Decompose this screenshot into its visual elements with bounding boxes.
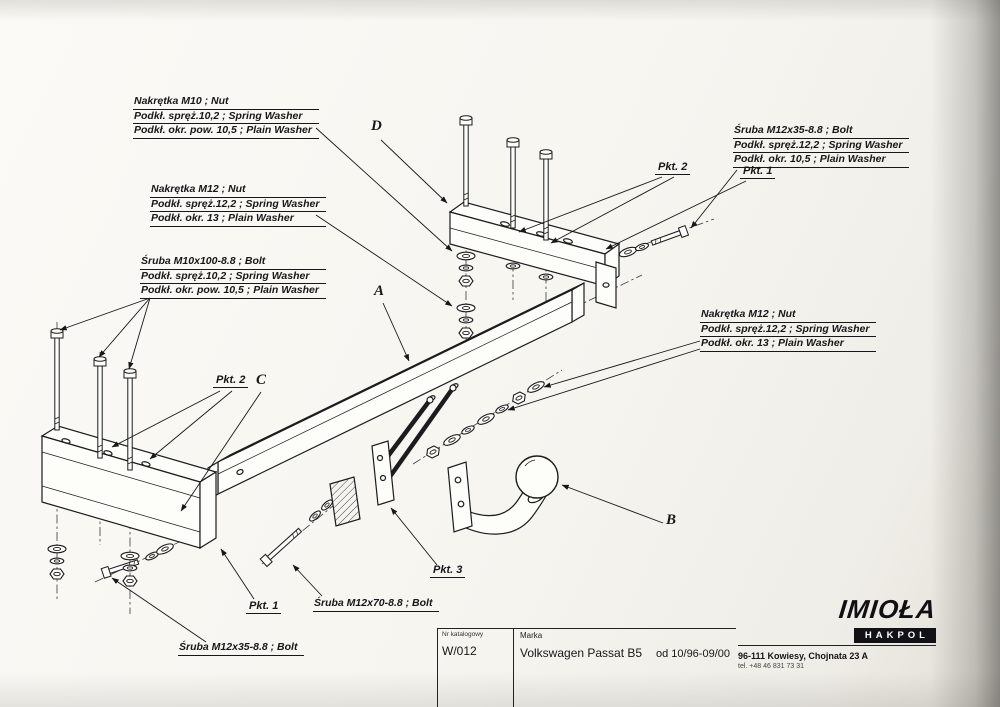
point-label-pkt2-left: Pkt. 2: [213, 374, 249, 388]
callout-bolt-m12x70: Śruba M12x70-8.8 ; Bolt: [313, 597, 440, 612]
towball-assembly: [329, 384, 559, 535]
brand-column: Marka Volkswagen Passat B5 od 10/96-09/0…: [514, 629, 736, 707]
company-block: IMIOŁA HAKPOL 96-111 Kowiesy, Chojnata 2…: [738, 594, 938, 670]
callout-line: Nakrętka M10 ; Nut: [133, 95, 319, 110]
callout-line: Podkł. spręż.10,2 ; Spring Washer: [140, 270, 326, 284]
callout-line: Śruba M12x70-8.8 ; Bolt: [313, 597, 440, 612]
point-label-pkt3: Pkt. 3: [430, 564, 466, 578]
callout-nut-m12-left: Nakrętka M12 ; Nut Podkł. spręż.12,2 ; S…: [150, 183, 327, 227]
title-block: Nr katalogowy W/012 Marka Volkswagen Pas…: [437, 628, 736, 707]
callout-line: Podkł. okr. pow. 10,5 ; Plain Washer: [133, 124, 319, 139]
callout-line: Podkł. spręż.12,2 ; Spring Washer: [150, 198, 327, 212]
callout-line: Śruba M10x100-8.8 ; Bolt: [140, 255, 326, 270]
part-letter-b: B: [666, 512, 677, 528]
vehicle-date-range: od 10/96-09/00: [655, 648, 730, 660]
callout-line: Podkł. spręż.12,2 ; Spring Washer: [700, 323, 877, 337]
callout-bolt-m12x35-bottom: Śruba M12x35-8.8 ; Bolt: [178, 641, 305, 656]
part-letter-d: D: [371, 118, 382, 134]
company-address: 96-111 Kowiesy, Chojnata 23 A: [738, 651, 869, 661]
crossmember: [448, 201, 621, 309]
callout-line: Podkł. okr. pow. 10,5 ; Plain Washer: [140, 284, 326, 299]
catalog-label: Nr katalogowy: [442, 631, 484, 638]
logo-wordmark: IMIOŁA: [837, 594, 938, 624]
point-label-pkt1-top: Pkt. 1: [740, 165, 776, 179]
callout-bolt-m12x35-top: Śruba M12x35-8.8 ; Bolt Podkł. spręż.12,…: [733, 124, 910, 168]
company-logo: IMIOŁA HAKPOL: [738, 594, 938, 646]
catalog-number: W/012: [442, 644, 477, 658]
callout-line: Podkł. okr. 13 ; Plain Washer: [150, 212, 327, 227]
point-label-pkt2-top: Pkt. 2: [655, 161, 691, 175]
callout-bolt-m10x100: Śruba M10x100-8.8 ; Bolt Podkł. spręż.10…: [140, 255, 326, 299]
callout-line: Śruba M12x35-8.8 ; Bolt: [733, 124, 910, 139]
leader-lines: [59, 127, 747, 643]
callout-line: Podkł. spręż.12,2 ; Spring Washer: [733, 139, 910, 153]
callout-line: Nakrętka M12 ; Nut: [700, 308, 877, 323]
brand-label: Marka: [520, 631, 543, 640]
vehicle-model: Volkswagen Passat B5: [520, 646, 643, 660]
company-phone: tel. +48 46 831 73 31: [738, 663, 804, 670]
part-letter-c: C: [256, 372, 267, 388]
callout-line: Nakrętka M12 ; Nut: [150, 183, 327, 198]
callout-line: Podkł. okr. 10,5 ; Plain Washer: [733, 153, 910, 168]
main-beam: [207, 281, 585, 502]
callout-line: Podkł. spręż.10,2 ; Spring Washer: [133, 110, 319, 124]
callout-line: Śruba M12x35-8.8 ; Bolt: [178, 641, 305, 656]
callout-line: Podkł. okr. 13 ; Plain Washer: [700, 337, 877, 352]
catalog-column: Nr katalogowy W/012: [438, 629, 514, 707]
part-letter-a: A: [374, 283, 385, 299]
callout-nut-m10: Nakrętka M10 ; Nut Podkł. spręż.10,2 ; S…: [133, 95, 319, 139]
logo-subtitle: HAKPOL: [853, 628, 936, 643]
callout-nut-m12-right: Nakrętka M12 ; Nut Podkł. spręż.12,2 ; S…: [700, 308, 877, 352]
point-label-pkt1-bottom: Pkt. 1: [246, 600, 282, 614]
